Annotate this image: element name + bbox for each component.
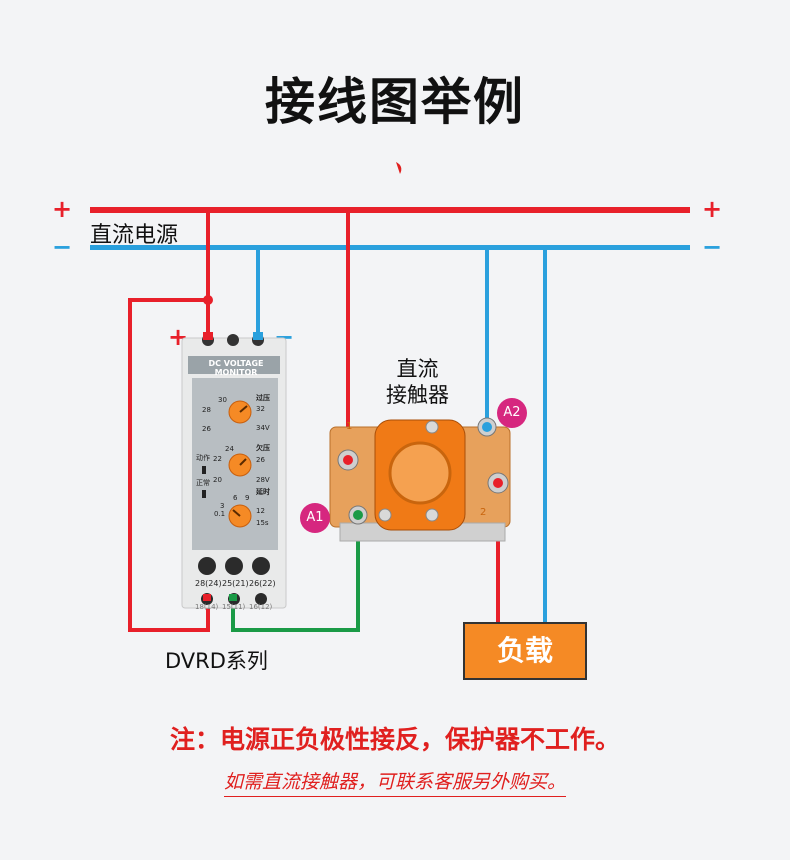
delay-high: 15s — [256, 519, 269, 527]
wire-relay-loop — [128, 298, 210, 632]
power-plus-right: + — [702, 195, 723, 223]
delay-mid1: 3 — [220, 502, 225, 510]
under-mid3: 26 — [256, 456, 265, 464]
knob-overvoltage-graphic — [228, 400, 252, 424]
contactor-terminal-2: 2 — [480, 507, 487, 518]
delay-mid2: 6 — [233, 494, 238, 502]
delay-mid4: 12 — [256, 507, 265, 515]
junction-dot — [203, 295, 213, 305]
contactor-label-line2: 接触器 — [386, 383, 449, 407]
wire-relay-to-a1 — [231, 515, 360, 632]
delay-low: 0.1 — [214, 510, 226, 518]
relay-model-label: DVRD系列 — [165, 649, 268, 673]
terminal-label-28: 28(24) — [195, 579, 222, 588]
under-label: 欠压 — [256, 444, 270, 452]
under-high: 28V — [256, 476, 270, 484]
contactor-device — [329, 417, 511, 542]
purchase-note: 如需直流接触器，可联系客服另外购买。 — [0, 767, 790, 797]
power-minus-left: − — [52, 233, 73, 261]
over-label: 过压 — [256, 394, 270, 402]
load-box: 负载 — [463, 622, 587, 680]
power-label: 直流电源 — [90, 223, 179, 248]
over-mid1: 28 — [202, 406, 211, 414]
contactor-label: 直流 接触器 — [370, 356, 465, 408]
over-mid2: 30 — [218, 396, 227, 404]
terminal-label-18: 18(14) — [195, 603, 219, 611]
terminal-label-25: 25(21) — [222, 579, 249, 588]
terminal-label-15: 15(11) — [222, 603, 246, 611]
page-title: 接线图举例 — [265, 73, 525, 131]
decorative-mark — [396, 162, 402, 174]
over-mid3: 32 — [256, 405, 265, 413]
negative-bus — [90, 245, 690, 250]
knob-delay-graphic — [228, 504, 252, 528]
knob-undervoltage-graphic — [228, 453, 252, 477]
badge-a1: A1 — [300, 503, 330, 533]
warning-note: 注：电源正负极性接反，保护器不工作。 — [169, 725, 620, 754]
status-normal-label: 正常 — [196, 479, 210, 487]
relay-header: DC VOLTAGE MONITOR — [208, 359, 264, 377]
delay-label: 延时 — [256, 488, 270, 496]
terminal-label-16: 16(12) — [249, 603, 273, 611]
delay-mid3: 9 — [245, 494, 250, 502]
terminal-label-26: 26(22) — [249, 579, 276, 588]
over-low: 26 — [202, 425, 211, 433]
contactor-label-line1: 直流 — [396, 357, 439, 381]
contactor-terminal-1: 1 — [346, 421, 353, 432]
under-low: 20 — [213, 476, 222, 484]
power-minus-right: − — [702, 233, 723, 261]
over-high: 34V — [256, 424, 270, 432]
status-action-label: 动作 — [196, 454, 210, 462]
badge-a2: A2 — [497, 398, 527, 428]
purchase-note-text: 如需直流接触器，可联系客服另外购买。 — [223, 771, 566, 797]
relay-device — [181, 332, 287, 609]
positive-bus — [90, 207, 690, 213]
power-plus-left: + — [52, 195, 73, 223]
under-mid1: 22 — [213, 455, 222, 463]
under-mid2: 24 — [225, 445, 234, 453]
